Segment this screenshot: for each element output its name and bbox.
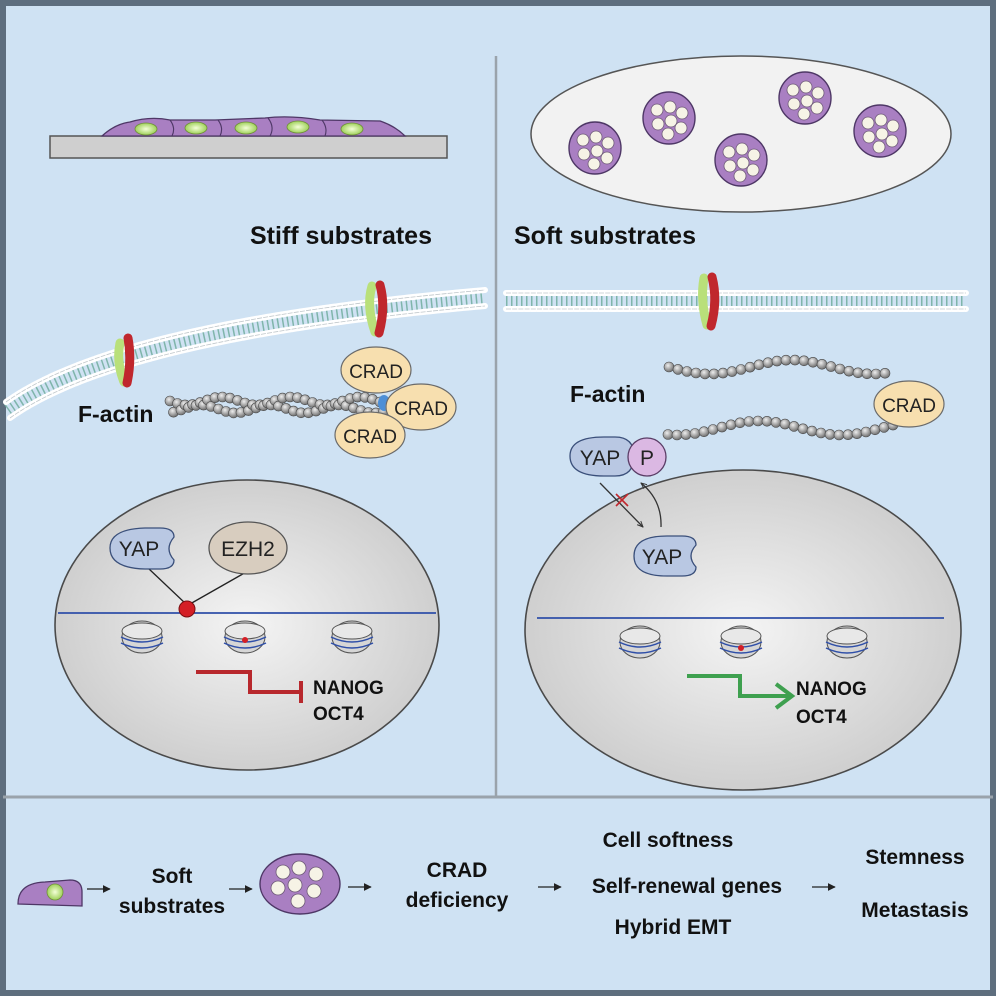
soft-integrin xyxy=(698,272,720,331)
flow-cell-softness: Cell softness xyxy=(603,829,734,852)
stiff-membrane xyxy=(3,287,488,421)
spheroid-b xyxy=(642,91,696,145)
stiff-substrate-group xyxy=(49,116,448,159)
phosphate-label: P xyxy=(640,447,654,470)
stiff-gene-nanog: NANOG xyxy=(313,678,384,699)
block-cross xyxy=(615,493,629,507)
stiff-integrin-right xyxy=(365,280,388,338)
cell-boundaries xyxy=(169,117,327,137)
phospho-yap-label: YAP xyxy=(580,447,620,470)
stiff-factin-label: F-actin xyxy=(78,401,153,427)
spheroid-e xyxy=(853,104,907,158)
flow-metastasis: Metastasis xyxy=(861,899,968,922)
crad-bottom-label: CRAD xyxy=(343,427,397,448)
nuclear-yap-label: YAP xyxy=(642,546,682,569)
activation-arrow xyxy=(687,674,796,710)
flow-hybrid-emt: Hybrid EMT xyxy=(615,916,732,939)
flow-spread-cell xyxy=(17,879,83,907)
crad-top-shape xyxy=(340,346,412,394)
phospho-yap-shape xyxy=(569,436,635,477)
yap-connector-line xyxy=(147,567,187,605)
stiff-title: Stiff substrates xyxy=(250,222,432,250)
ezh2-connector-line xyxy=(189,570,249,605)
flow-soft-label: Soft xyxy=(152,865,193,888)
yap-ezh2-complex-dot xyxy=(178,600,196,618)
crad-top-label: CRAD xyxy=(349,362,403,383)
flow-spheroid xyxy=(259,853,341,915)
blocked-import-arrow xyxy=(599,482,643,527)
soft-membrane xyxy=(503,290,969,312)
stiff-yap-label: YAP xyxy=(119,538,159,561)
crad-right-shape xyxy=(385,383,457,431)
soft-gene-oct4: OCT4 xyxy=(796,707,847,728)
spheroid-c xyxy=(714,133,768,187)
flow-deficiency-label: deficiency xyxy=(406,889,509,912)
stiff-yap-shape xyxy=(109,527,175,570)
soft-factin-label: F-actin xyxy=(570,381,645,407)
soft-crad-label: CRAD xyxy=(882,396,936,417)
stiff-actin-bundle xyxy=(164,391,389,419)
stiff-integrin-left xyxy=(114,333,135,388)
ezh2-label: EZH2 xyxy=(221,538,275,561)
stiff-substrate-plate xyxy=(49,135,448,159)
repression-arrow xyxy=(196,670,303,703)
export-arrow xyxy=(641,483,662,528)
stiff-gene-oct4: OCT4 xyxy=(313,704,364,725)
flow-stemness: Stemness xyxy=(865,846,964,869)
flow-crad-label: CRAD xyxy=(427,859,488,882)
spheroid-d xyxy=(778,71,832,125)
soft-nucleosomes xyxy=(618,625,869,659)
flow-substrates-label: substrates xyxy=(119,895,225,918)
soft-actin-filaments xyxy=(662,354,899,441)
spheroid-a xyxy=(568,121,622,175)
flat-nuclei xyxy=(134,120,364,136)
soft-crad-shape xyxy=(873,380,945,428)
crad-right-label: CRAD xyxy=(394,399,448,420)
nuclear-yap-shape xyxy=(633,535,697,577)
crad-bottom-shape xyxy=(334,411,406,459)
soft-title: Soft substrates xyxy=(514,222,696,250)
stiff-nucleosomes xyxy=(120,620,374,654)
flow-self-renewal: Self-renewal genes xyxy=(592,875,782,898)
phosphate-circle xyxy=(627,437,667,477)
ezh2-shape xyxy=(208,521,288,575)
soft-gene-nanog: NANOG xyxy=(796,679,867,700)
